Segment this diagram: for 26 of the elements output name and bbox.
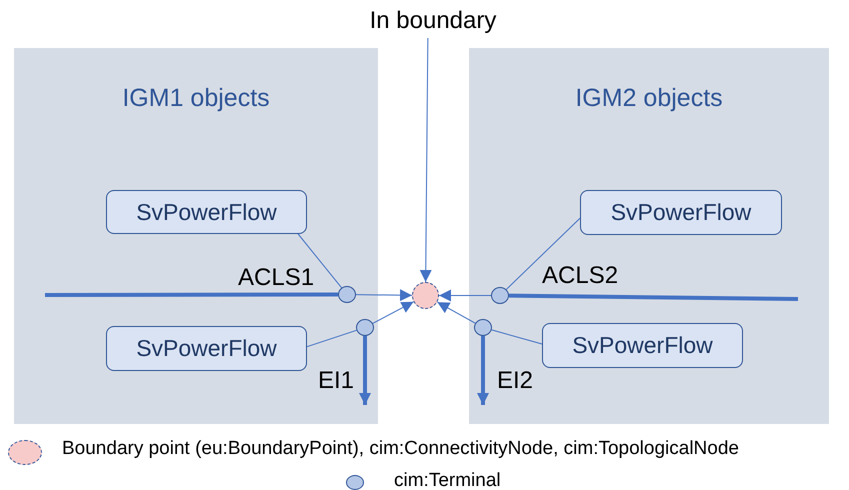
arrow [372, 301, 414, 324]
connector-line [506, 218, 580, 290]
arrow [420, 38, 432, 282]
legend-text: cim:Terminal [394, 470, 501, 490]
group-heading: IGM1 objects [121, 84, 271, 113]
arrow [356, 289, 412, 302]
connector-line [491, 329, 542, 344]
edge-label: ACLS2 [542, 262, 618, 290]
process-box: SvPowerFlow [580, 190, 782, 235]
edge-label: ACLS1 [238, 264, 314, 292]
process-box: SvPowerFlow [106, 190, 307, 234]
legend-text: Boundary point (eu:BoundaryPoint), cim:ConnectivityNode, cim:TopologicalNode [62, 438, 739, 460]
connector-line [306, 330, 357, 348]
edge-label: EI1 [318, 367, 354, 395]
text-label: In boundary [353, 4, 513, 38]
edge-label: EI2 [497, 367, 534, 395]
line-segment [359, 336, 371, 405]
process-box: SvPowerFlow [106, 326, 307, 371]
connector-line [298, 234, 342, 288]
line-segment [45, 292, 338, 297]
group-heading: IGM2 objects [574, 84, 724, 113]
boundary-point [412, 282, 439, 309]
line-segment [508, 294, 798, 301]
line-segment [477, 336, 489, 405]
process-box: SvPowerFlow [542, 323, 743, 368]
arrow [436, 302, 476, 324]
